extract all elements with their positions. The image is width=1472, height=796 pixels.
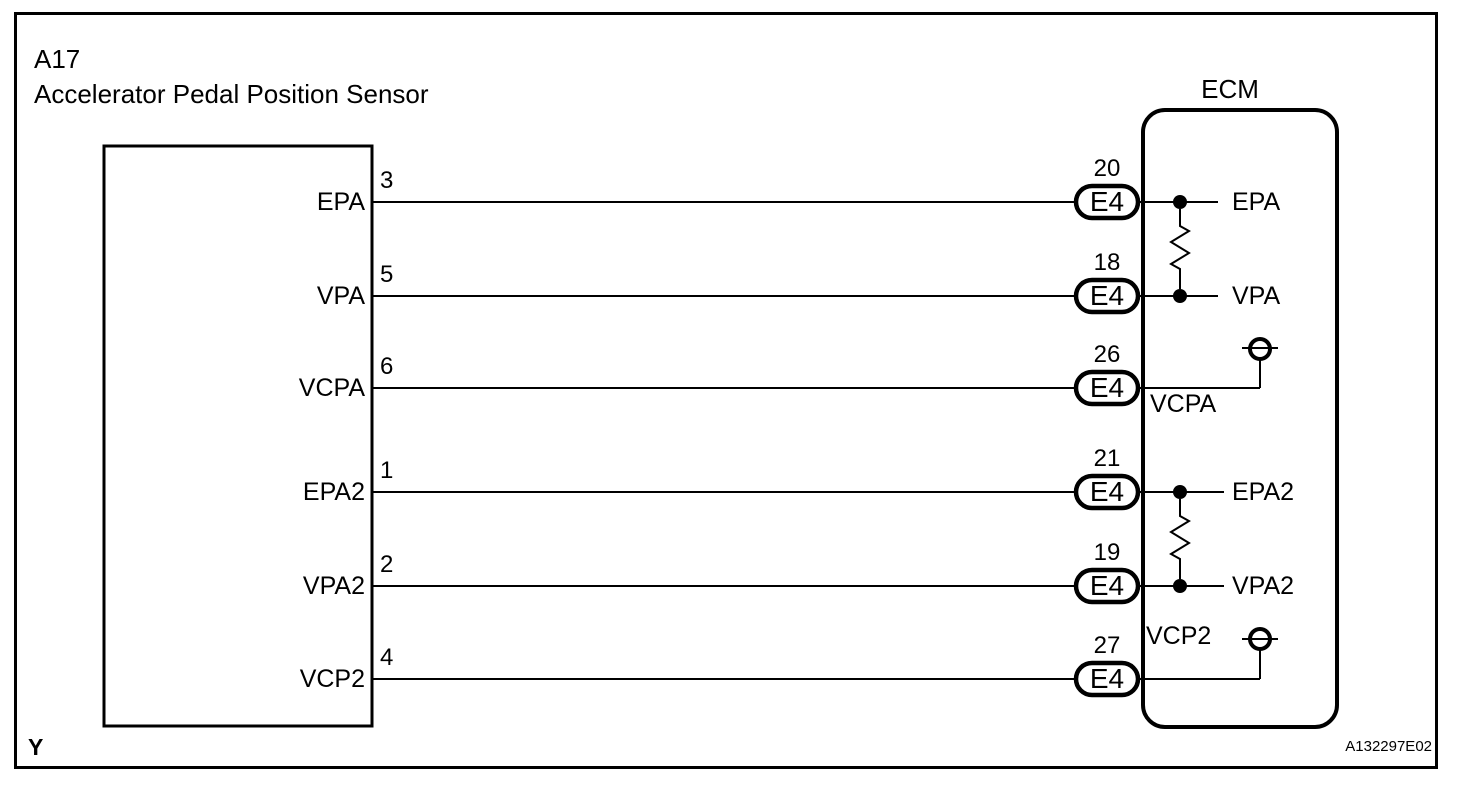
ecm-box [1141,108,1339,729]
sensor-signal-epa2: EPA2 [302,478,365,506]
connector-label-e4-18: E4 [1089,280,1125,311]
sensor-signal-vcp2: VCP2 [299,665,365,693]
connector-label-e4-19: E4 [1089,570,1125,601]
sensor-box [102,144,374,728]
sensor-signal-vpa: VPA [316,282,365,310]
ecm-pin-26: 26 [1093,341,1121,368]
connector-label-e4-26: E4 [1089,372,1125,403]
ecm-pin-21: 21 [1093,445,1121,472]
ecm-signal-vpa: VPA [1232,282,1281,310]
sensor-pin-3: 3 [380,167,394,194]
footer-mark: Y [28,734,44,760]
sensor-signal-vpa2: VPA2 [302,572,365,600]
ecm-title: ECM [1201,74,1259,104]
sensor-pin-1: 1 [380,457,394,484]
connector-label-e4-27: E4 [1089,663,1125,694]
ecm-pin-27: 27 [1093,632,1121,659]
junction-dot-epa [1173,195,1187,209]
connector-label-e4-20: E4 [1089,186,1125,217]
connector-oval-pin27 [1073,660,1141,698]
component-name: Accelerator Pedal Position Sensor [34,79,429,109]
ecm-signal-vpa2: VPA2 [1232,572,1295,600]
junction-dot-epa2 [1173,485,1187,499]
ecm-signal-vcpa: VCPA [1150,390,1217,418]
sensor-pin-2: 2 [380,551,394,578]
connector-label-e4-21: E4 [1089,476,1125,507]
ecm-pin-19: 19 [1093,539,1121,566]
figure-code: A132297E02 [1345,738,1432,755]
ecm-signal-epa: EPA [1232,188,1281,216]
junction-dot-vpa2 [1173,579,1187,593]
connector-oval-pin18 [1073,277,1141,315]
resistor-epa2-vpa2 [1169,499,1191,579]
connector-oval-pin21 [1073,473,1141,511]
sensor-pin-6: 6 [380,353,394,380]
ecm-pin-18: 18 [1093,249,1121,276]
sensor-signal-epa: EPA [316,188,365,216]
component-id: A17 [34,44,81,74]
sensor-pin-5: 5 [380,261,394,288]
ecm-signal-epa2: EPA2 [1232,478,1295,506]
connector-oval-pin19 [1073,567,1141,605]
connector-oval-pin26 [1073,369,1141,407]
connector-oval-pin20 [1073,183,1141,221]
ecm-pin-20: 20 [1093,155,1121,182]
outer-border [14,12,1438,769]
ecm-signal-vcp2: VCP2 [1146,622,1212,650]
sensor-signal-vcpa: VCPA [298,374,365,402]
sensor-pin-4: 4 [380,644,394,671]
junction-dot-vpa [1173,289,1187,303]
resistor-epa-vpa [1169,209,1191,289]
